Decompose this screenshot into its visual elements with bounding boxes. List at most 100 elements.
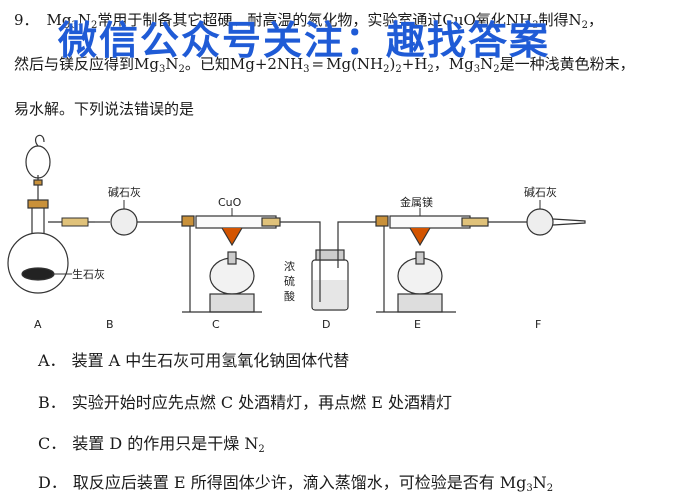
subscript: 3 (532, 20, 539, 31)
stem-text: 是一种浅黄色粉末， (499, 55, 635, 73)
connector-ab (61, 217, 89, 227)
formula-text: Mg (448, 55, 474, 73)
formula-text: Mg (134, 55, 159, 73)
label-acid: 酸 (284, 289, 295, 303)
formula-text: Mg (46, 11, 72, 29)
subscript: 2 (493, 64, 500, 75)
stem-text: 制得 (538, 11, 569, 29)
formula-text: CuO (442, 11, 476, 29)
quicklime-solid (21, 267, 55, 281)
round-flask (7, 232, 69, 294)
label-soda-lime-1: 碱石灰 (108, 185, 141, 199)
label-sulfuric: 硫 (284, 274, 295, 288)
subscript: 2 (546, 483, 554, 494)
subscript: 2 (178, 64, 185, 75)
apparatus-e (375, 215, 489, 313)
option-text: 装置 D 的作用只是干燥 N (72, 434, 259, 453)
funnel-stopcock (33, 179, 43, 186)
question-line-3: 易水解。下列说法错误的是 (14, 99, 194, 119)
connector-cd (261, 217, 281, 227)
stem-text: ， (433, 55, 449, 73)
tube-f-nozzle (552, 218, 586, 226)
connector-ef (461, 217, 489, 227)
formula-text: Mg+2NH (229, 55, 304, 73)
option-b[interactable]: B． 实验开始时应先点燃 C 处酒精灯，再点燃 E 处酒精灯 (38, 392, 452, 414)
option-letter: C． (38, 434, 67, 453)
question-number: 9． (14, 11, 39, 29)
formula-text: ) (389, 55, 396, 73)
label-conc: 浓 (284, 260, 295, 273)
option-c[interactable]: C．装置 D 的作用只是干燥 N2 (38, 433, 265, 461)
formula-text: N (165, 55, 179, 73)
stem-text: 。已知 (184, 55, 230, 73)
clamp-e (375, 215, 389, 227)
lamp-wick-c (227, 251, 237, 265)
flame-c (221, 227, 243, 247)
subscript: 3 (526, 483, 533, 494)
reaction-tube-e (389, 215, 471, 229)
stopper-a (27, 199, 49, 209)
watermark-text: 微信公众号关注：趣找答案 (58, 19, 551, 64)
option-text: 实验开始时应先点燃 C 处酒精灯，再点燃 E 处酒精灯 (71, 393, 453, 412)
apparatus-c (181, 215, 281, 313)
formula-text: N (480, 55, 494, 73)
acid-liquid (313, 280, 347, 309)
label-quicklime: 生石灰 (72, 267, 105, 281)
clamp-c (181, 215, 195, 227)
stem-text: ， (587, 11, 603, 29)
lamp-base-e (397, 293, 443, 313)
equals-sign: = (311, 55, 325, 73)
formula-text: NH (505, 11, 533, 29)
label-letter-d: D (322, 318, 330, 331)
option-letter: A． (38, 351, 66, 370)
subscript: 3 (473, 64, 481, 75)
option-d[interactable]: D． 取反应后装置 E 所得固体少许，滴入蒸馏水，可检验是否有 Mg3N2 (38, 472, 553, 500)
label-letter-e: E (414, 318, 421, 331)
question-line-2: 然后与镁反应得到Mg3N2。已知Mg+2NH3=Mg(NH2)2+H2，Mg3N… (14, 54, 635, 80)
subscript: 2 (395, 64, 402, 75)
formula-text: N (568, 11, 582, 29)
subscript: 3 (71, 20, 78, 31)
wash-bottle-cap (315, 249, 345, 261)
formula-text: Mg(NH (326, 55, 384, 73)
option-a[interactable]: A． 装置 A 中生石灰可用氢氧化钠固体代替 (38, 350, 349, 372)
option-letter: D． (38, 473, 67, 492)
subscript: 3 (303, 64, 310, 75)
label-letter-c: C (212, 318, 220, 331)
subscript: 2 (91, 20, 98, 31)
funnel-tube (34, 134, 45, 147)
subscript: 3 (158, 64, 166, 75)
label-letter-b: B (106, 318, 114, 331)
apparatus-b (95, 208, 182, 236)
option-letter: B． (38, 393, 66, 412)
tube-c-d (280, 221, 321, 250)
label-letter-a: A (34, 318, 42, 331)
question-line-1: 9．Mg3N2常用于制备其它超硬、耐高温的氮化物，实验室通过CuO氧化NH3制得… (14, 10, 603, 36)
apparatus-a (7, 134, 95, 294)
label-cuo: CuO (218, 196, 242, 209)
stem-text: 常用于制备其它超硬、耐高温的氮化物，实验室通过 (97, 11, 443, 29)
tube-d-e (337, 221, 380, 250)
label-letter-f: F (535, 318, 541, 331)
label-metal-mg: 金属镁 (400, 195, 433, 209)
subscript: 2 (427, 64, 434, 75)
lamp-base-c (209, 293, 255, 313)
apparatus-diagram: 生石灰 碱石灰 CuO 浓 硫 酸 (7, 134, 586, 331)
subscript: 2 (581, 20, 588, 31)
option-text-tail: N (532, 473, 547, 492)
option-text: 装置 A 中生石灰可用氢氧化钠固体代替 (71, 351, 350, 370)
stem-text: 然后与镁反应得到 (14, 55, 135, 73)
flame-e (409, 227, 431, 247)
formula-text: +H (401, 55, 428, 73)
stem-text: 氧化 (475, 11, 506, 29)
lamp-wick-e (415, 251, 425, 265)
apparatus-f (488, 208, 586, 236)
subscript: 2 (383, 64, 390, 75)
formula-text: N (77, 11, 92, 29)
apparatus-d (311, 249, 349, 311)
label-soda-lime-2: 碱石灰 (524, 185, 557, 199)
stem-text: 易水解。下列说法错误的是 (14, 100, 195, 118)
option-text: 取反应后装置 E 所得固体少许，滴入蒸馏水，可检验是否有 Mg (72, 473, 527, 492)
drying-bulb-b (110, 208, 138, 236)
dropping-funnel (25, 145, 51, 179)
